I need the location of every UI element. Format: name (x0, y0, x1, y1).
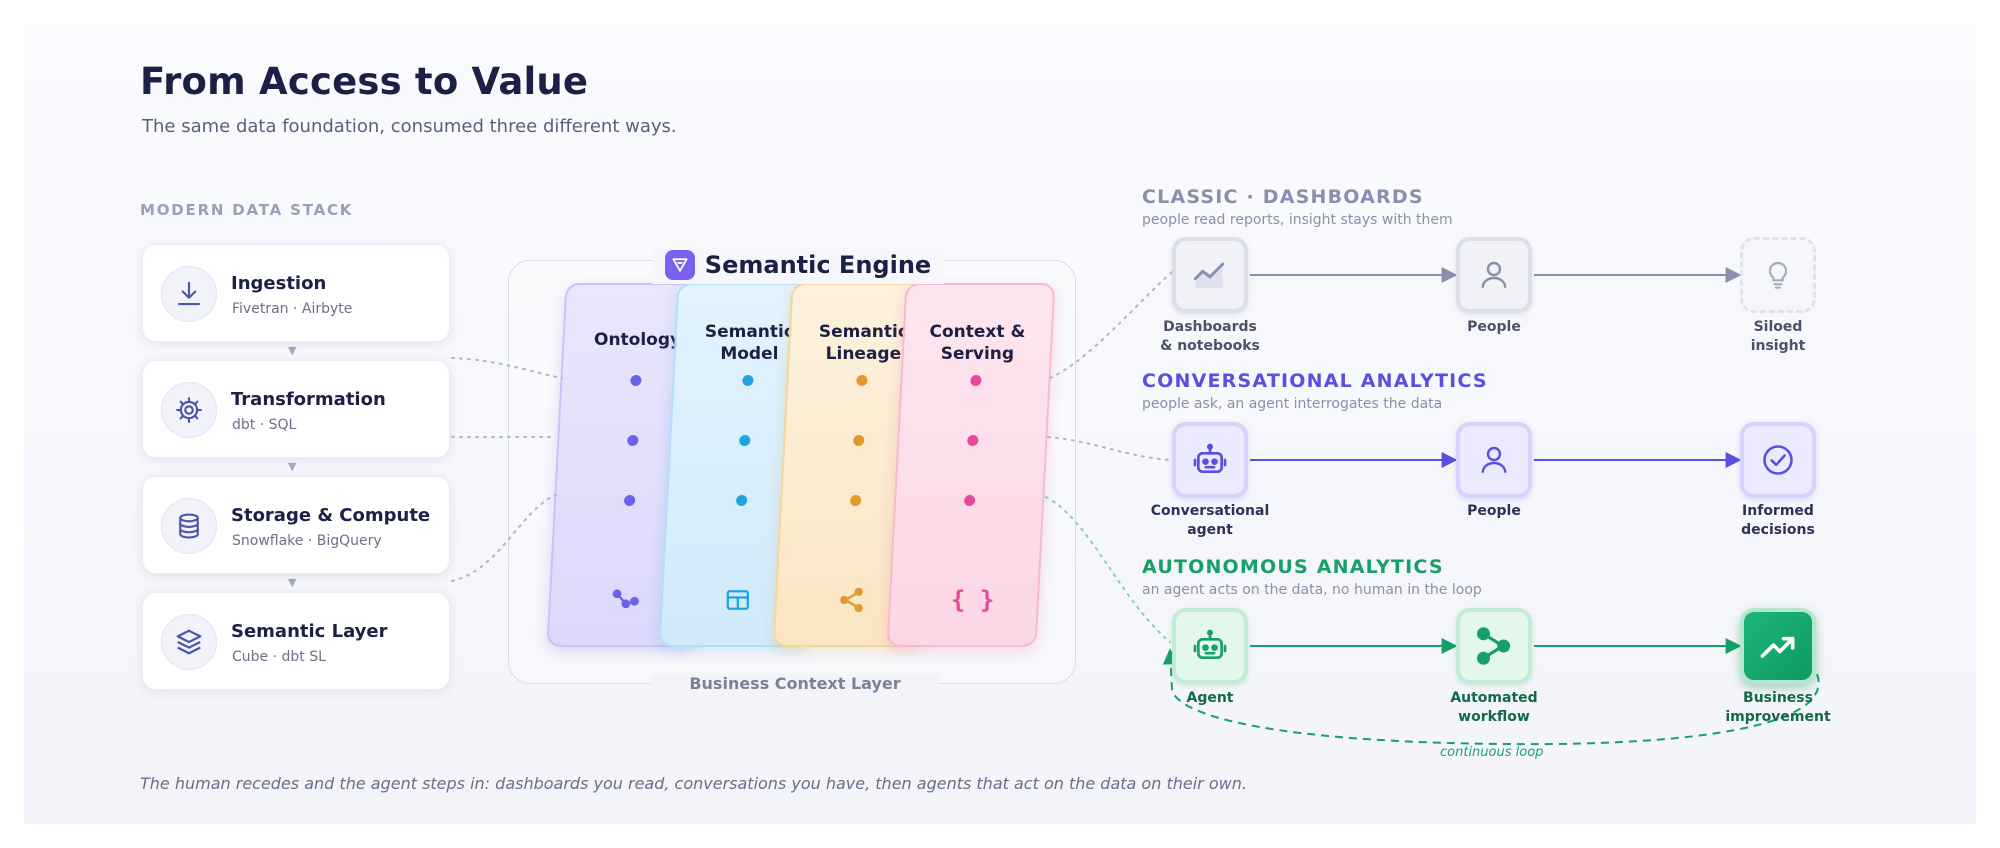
page-subtitle: The same data foundation, consumed three… (142, 116, 677, 137)
semantic-engine-header: Semantic Engine (652, 246, 944, 284)
pillar-dot (623, 495, 636, 506)
stack-card-storage: Storage & Compute Snowflake · BigQuery (142, 476, 450, 574)
section-title-autonomous: AUTONOMOUS ANALYTICS (1142, 556, 1444, 578)
pillar-dot (970, 375, 982, 386)
robot-icon (1172, 608, 1248, 684)
stack-item-name: Storage & Compute (231, 505, 431, 526)
person-icon (1456, 422, 1532, 498)
stack-item-tools: dbt · SQL (232, 417, 297, 433)
person-icon (1456, 237, 1532, 313)
node-label: Dashboards& notebooks (1160, 319, 1260, 354)
continuous-loop-label: continuous loop (1440, 745, 1544, 760)
chevron-down-icon: ▼ (288, 460, 297, 473)
graph-nodes-icon (611, 585, 641, 619)
engine-logo-icon (664, 250, 695, 280)
section-subtitle-autonomous: an agent acts on the data, no human in t… (1142, 582, 1482, 598)
check-circle-icon (1740, 422, 1816, 498)
semantic-engine-title: Semantic Engine (704, 251, 932, 279)
stack-card-transformation: Transformation dbt · SQL (142, 360, 450, 458)
footer-note: The human recedes and the agent steps in… (140, 774, 1247, 793)
section-title-classic: CLASSIC · DASHBOARDS (1142, 186, 1424, 208)
gear-icon (161, 382, 217, 438)
table-grid-icon (723, 585, 753, 619)
pillar-dot (738, 435, 751, 446)
node-label: Agent (1186, 690, 1234, 706)
curly-braces-icon: { } (950, 586, 995, 614)
stack-item-tools: Fivetran · Airbyte (232, 301, 353, 317)
stack-card-ingestion: Ingestion Fivetran · Airbyte (142, 244, 450, 342)
database-icon (161, 498, 217, 554)
section-subtitle-conversational: people ask, an agent interrogates the da… (1142, 396, 1443, 412)
stack-heading: MODERN DATA STACK (140, 201, 354, 219)
section-title-conversational: CONVERSATIONAL ANALYTICS (1142, 370, 1488, 392)
chart-line-icon (1172, 237, 1248, 313)
pillar-dot (630, 375, 642, 386)
chevron-down-icon: ▼ (288, 576, 297, 589)
stack-item-name: Ingestion (231, 273, 327, 294)
pillar-ontology: Ontology (546, 283, 716, 647)
business-context-layer-label: Business Context Layer (650, 674, 940, 693)
section-subtitle-classic: people read reports, insight stays with … (1142, 212, 1453, 228)
workflow-icon (1456, 608, 1532, 684)
stack-item-name: Semantic Layer (231, 621, 388, 642)
chevron-down-icon: ▼ (288, 344, 297, 357)
lightbulb-icon (1740, 237, 1816, 313)
pillar-label: Context &Serving (929, 322, 1026, 364)
stack-item-tools: Cube · dbt SL (232, 649, 326, 665)
pillar-dot (626, 435, 639, 446)
page-title: From Access to Value (140, 60, 589, 103)
pillar-context-serving: Context &Serving { } (886, 283, 1056, 647)
node-label: People (1467, 319, 1521, 335)
stack-item-name: Transformation (231, 389, 386, 410)
stack-card-semantic-layer: Semantic Layer Cube · dbt SL (142, 592, 450, 690)
stack-item-tools: Snowflake · BigQuery (232, 533, 382, 549)
layers-icon (161, 614, 217, 670)
pillar-dot (735, 495, 748, 506)
node-label: People (1467, 503, 1521, 519)
pillar-dot (852, 435, 865, 446)
pillar-dot (963, 495, 976, 506)
robot-icon (1172, 422, 1248, 498)
pillar-dot (742, 375, 754, 386)
trend-up-icon (1740, 608, 1816, 684)
pillar-dot (966, 435, 979, 446)
download-icon (161, 266, 217, 322)
share-icon (837, 585, 867, 619)
pillar-dot (849, 495, 862, 506)
pillar-dot (856, 375, 868, 386)
